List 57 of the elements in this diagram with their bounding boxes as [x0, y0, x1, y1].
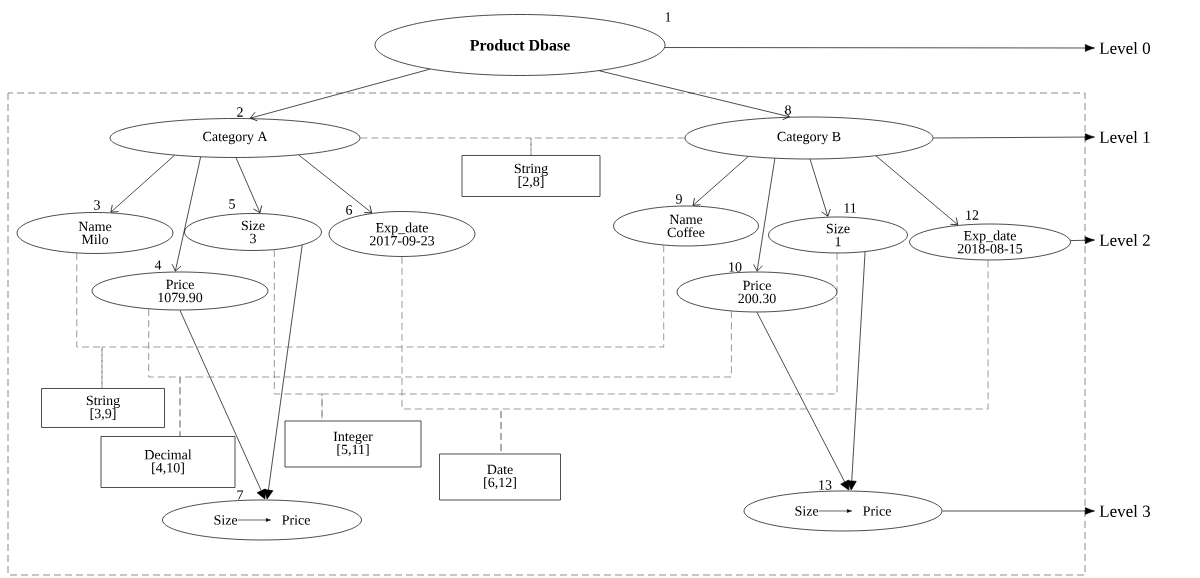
arrow: [933, 133, 1095, 141]
arrow: [171, 156, 201, 272]
ellipse-node: Size Price: [743, 490, 943, 532]
level-label: Level 2: [1099, 234, 1150, 246]
arrow: [753, 158, 776, 272]
ellipse-node: Name Coffee: [613, 205, 759, 247]
type-box: Date [6,12]: [439, 453, 561, 501]
node-number: 3: [94, 200, 100, 210]
arrow: [664, 44, 1095, 52]
arrow: [846, 251, 866, 491]
ellipse-node: Size Price: [162, 499, 362, 541]
type-box: Integer [5,11]: [284, 420, 422, 468]
type-box: String [2,8]: [461, 155, 601, 197]
arrow: [298, 154, 373, 214]
node-number: 4: [154, 260, 162, 270]
arrow: [179, 310, 266, 500]
connector-line: [101, 245, 665, 389]
node-number: 8: [785, 105, 791, 115]
node-number: 2: [237, 107, 243, 117]
arrow: [875, 155, 959, 226]
arrow: [263, 244, 303, 500]
ellipse-node: Size 3: [184, 213, 322, 251]
arrow: [599, 70, 790, 121]
arrow: [809, 159, 831, 217]
arrow: [250, 68, 431, 122]
level-label: Level 3: [1099, 505, 1150, 517]
connector-line: [530, 137, 685, 156]
connector-line: [148, 308, 181, 437]
arrow: [942, 507, 1095, 515]
ellipse-node: Category B: [684, 116, 934, 160]
ellipse-node: Price 1079.90: [91, 271, 269, 311]
ellipse-node: Size 1: [768, 216, 908, 254]
connector-line: [321, 253, 838, 421]
arrow: [1070, 236, 1095, 244]
connector-line: [500, 260, 989, 454]
ellipse-node: Price 200.30: [676, 271, 838, 313]
node-number: 7: [237, 490, 244, 500]
node-number: 1: [665, 12, 671, 22]
node-number: 11: [844, 203, 856, 213]
ellipse-node: Name Milo: [16, 212, 174, 254]
arrow: [756, 312, 850, 491]
arrow: [692, 156, 749, 206]
node-number: 5: [229, 199, 235, 209]
node-number: 12: [966, 210, 979, 220]
node-number: 9: [675, 194, 682, 204]
level-label: Level 0: [1099, 42, 1150, 54]
ellipse-node: Product Dbase: [374, 14, 666, 76]
ellipse-node: Exp_date 2018-08-15: [909, 223, 1071, 261]
ellipse-node: Category A: [109, 118, 361, 158]
type-box: Decimal [4,10]: [100, 436, 236, 488]
type-box: String [3,9]: [41, 388, 165, 428]
connector-line: [179, 310, 732, 437]
arrow: [235, 157, 263, 214]
level-label: Level 1: [1099, 131, 1150, 143]
arrow: [110, 155, 175, 213]
node-number: 13: [819, 480, 832, 490]
node-number: 10: [729, 262, 742, 272]
